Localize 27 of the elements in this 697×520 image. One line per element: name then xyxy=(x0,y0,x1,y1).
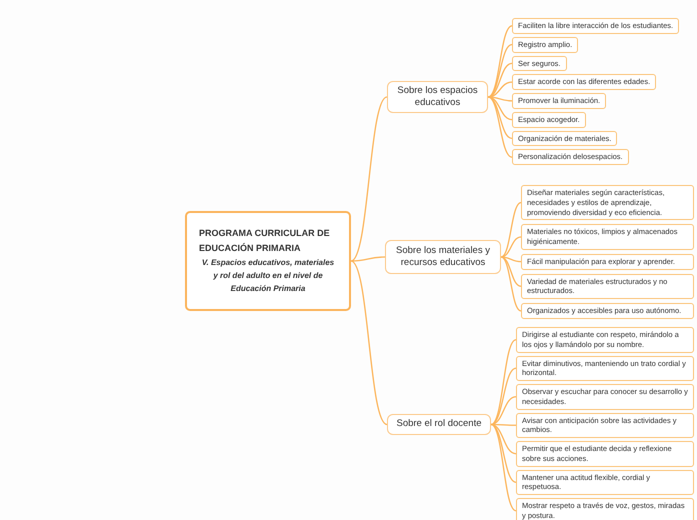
connector-line xyxy=(488,25,512,98)
connector-line xyxy=(488,96,512,158)
connector-line xyxy=(500,236,522,258)
connector-line xyxy=(488,96,512,120)
connector-line xyxy=(491,424,516,426)
connector-line xyxy=(490,339,516,426)
topic-box: Sobre el rol docente xyxy=(387,414,491,435)
connector-line xyxy=(490,396,516,426)
title-text: PROGRAMA CURRICULAR DE EDUCACIÓN PRIMARIA xyxy=(199,227,331,256)
connector-line xyxy=(500,256,522,312)
connector-line xyxy=(500,256,522,262)
connector-line xyxy=(488,44,512,98)
connector-line xyxy=(490,368,516,426)
connector-line xyxy=(500,202,522,258)
connector-line xyxy=(490,424,516,483)
topic-box: Sobre los espacios educativos xyxy=(387,81,488,113)
connector-line xyxy=(488,96,512,139)
connector-line xyxy=(488,62,512,98)
connector-line xyxy=(490,424,516,454)
connector-line xyxy=(490,424,516,512)
topic-box: Sobre los materiales y recursos educativos xyxy=(385,240,501,274)
subtitle-text: V. Espacios educativos, materiales y rol del adulto en el nivel de Educación Primaria xyxy=(200,257,336,296)
central-topic-box xyxy=(185,211,351,311)
connector-line xyxy=(350,260,388,426)
connector-line xyxy=(350,96,388,262)
connector-line xyxy=(500,256,522,287)
connector-line xyxy=(350,256,386,262)
